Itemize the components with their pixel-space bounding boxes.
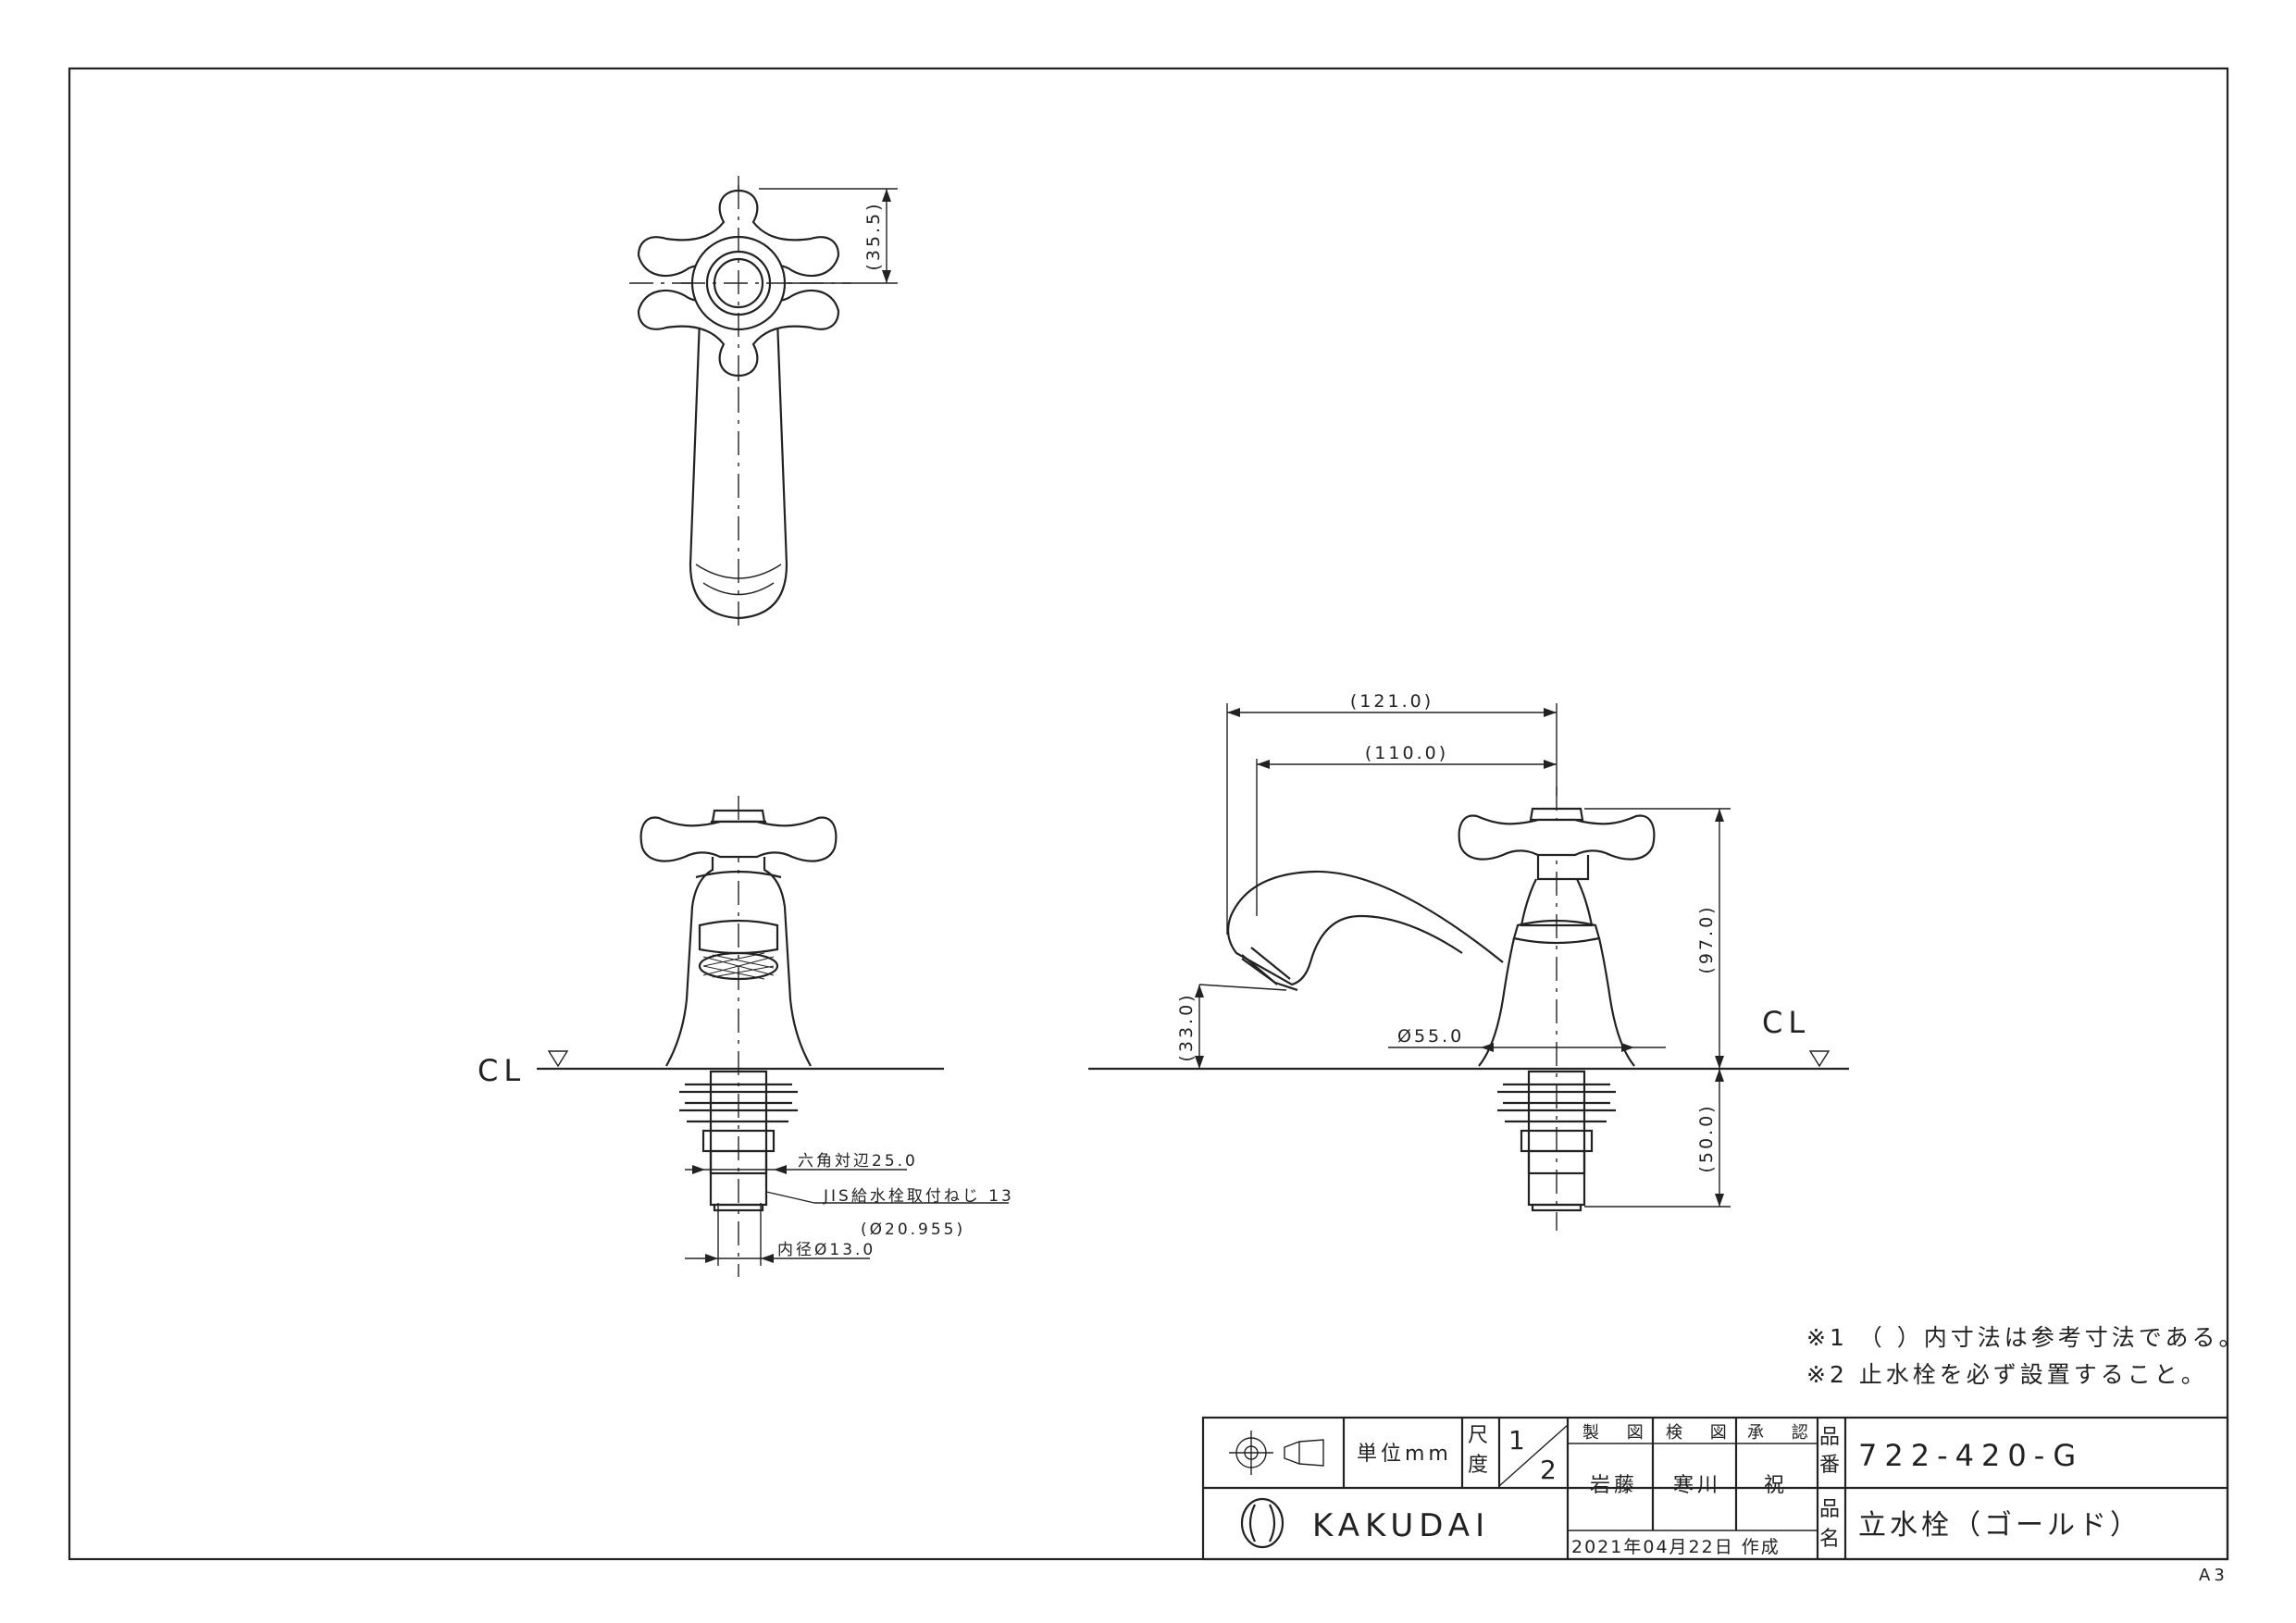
part-name-label-1: 品 (1819, 1498, 1843, 1521)
scale-denominator: 2 (1540, 1455, 1557, 1485)
sheet-size-label: A3 (2199, 1566, 2228, 1585)
dim-top-height: (35.5) (863, 201, 884, 270)
dim-overall-length: (121.0) (1350, 691, 1433, 712)
part-name: 立水栓（ゴールド） (1858, 1509, 2141, 1542)
title-block: 単位mm 尺 度 1 2 製 図 検 図 承 認 岩藤 寒川 祝 品 番 722… (1201, 1416, 2229, 1561)
side-view: CL (121.0) (110.0) (97.0) (50.0) (1088, 691, 1849, 1231)
dim-inner-diameter: 内径Ø13.0 (777, 1241, 875, 1259)
aerator-mesh (702, 952, 775, 980)
dim-overall-height: (97.0) (1696, 904, 1717, 973)
cl-label-front: CL (478, 1053, 526, 1088)
front-view: CL 六角対辺25.0 JIS給水栓取付ねじ 13 (Ø20.955) 内径Ø1… (478, 796, 1014, 1277)
cl-label-side: CL (1762, 1005, 1810, 1040)
checked-by: 寒川 (1673, 1474, 1721, 1497)
approved-label: 承 認 (1747, 1423, 1819, 1443)
unit-label: 単位mm (1357, 1443, 1452, 1466)
dim-spout-reach: (110.0) (1365, 743, 1448, 763)
dim-base-diameter: Ø55.0 (1397, 1026, 1464, 1047)
top-view: (35.5) (629, 176, 898, 629)
date-created: 2021年04月22日 作成 (1571, 1537, 1781, 1557)
dim-spout-height: (33.0) (1176, 992, 1197, 1061)
part-no-label-2: 番 (1819, 1454, 1843, 1477)
approved-by: 祝 (1764, 1474, 1788, 1497)
made-label: 製 図 (1582, 1423, 1655, 1443)
part-name-label-2: 名 (1819, 1528, 1843, 1551)
dim-thread: JIS給水栓取付ねじ 13 (823, 1187, 1014, 1206)
note-2: ※2 止水栓を必ず設置すること。 (1806, 1361, 2208, 1388)
dim-thread-diameter: (Ø20.955) (861, 1220, 965, 1239)
scale-numerator: 1 (1508, 1425, 1525, 1456)
dim-hex: 六角対辺25.0 (798, 1152, 918, 1171)
projection-symbol-icon (1229, 1431, 1324, 1475)
scale-label-2: 度 (1468, 1454, 1492, 1477)
made-by: 岩藤 (1590, 1474, 1638, 1497)
checked-label: 検 図 (1666, 1423, 1738, 1443)
kakudai-logo-icon (1240, 1497, 1285, 1549)
note-1: ※1 （ ）内寸法は参考寸法である。 (1806, 1324, 2246, 1351)
dim-shank-length: (50.0) (1696, 1103, 1717, 1172)
brand-name: KAKUDAI (1312, 1507, 1490, 1544)
part-no: 722-420-G (1858, 1438, 2083, 1473)
sheet-border (68, 67, 2229, 1561)
scale-label-1: 尺 (1468, 1424, 1492, 1447)
part-no-label-1: 品 (1819, 1426, 1843, 1449)
